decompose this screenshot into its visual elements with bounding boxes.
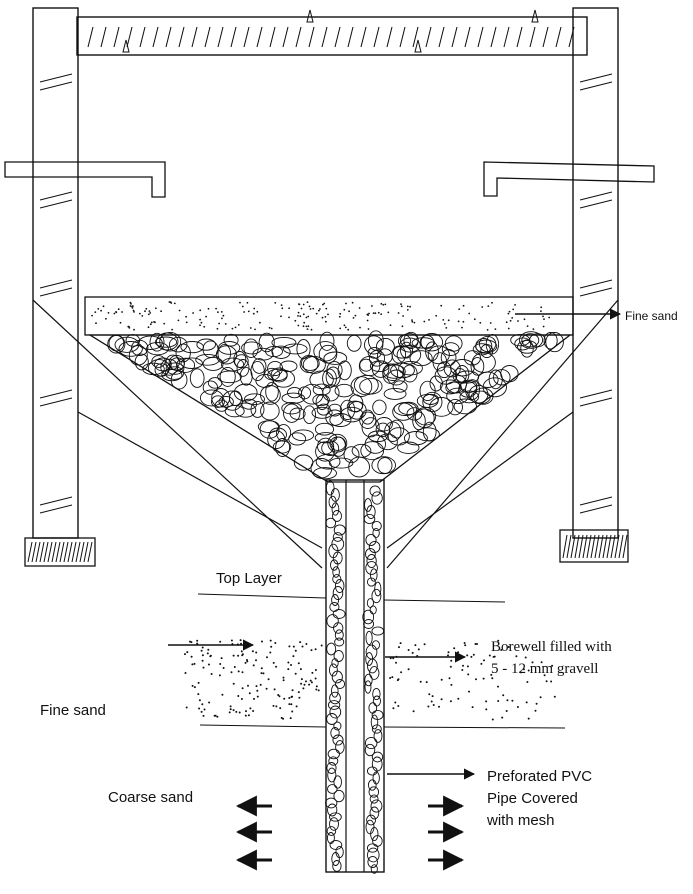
borewell-label-line2: 5 - 12 mm gravell xyxy=(491,661,599,677)
pvc-label-line3: with mesh xyxy=(487,812,555,829)
footing-hatch xyxy=(27,534,628,563)
right-column-hatch xyxy=(579,73,613,514)
coarse-sand-label: Coarse sand xyxy=(108,789,194,806)
outflow-arrows xyxy=(235,795,465,871)
right-column xyxy=(572,7,619,539)
gravel-funnel xyxy=(87,334,572,483)
fine-sand-top-label: Fine sand xyxy=(625,309,678,323)
right-footing xyxy=(559,529,629,563)
top-slab xyxy=(76,16,588,56)
slab-marks xyxy=(122,9,539,53)
pvc-label-line1: Preforated PVC xyxy=(487,768,593,785)
fine-sand-bottom-label: Fine sand xyxy=(40,702,106,719)
fine-sand-dots xyxy=(91,301,551,331)
gravel-pebbles xyxy=(107,330,564,480)
left-footing xyxy=(24,537,96,567)
left-column-hatch xyxy=(39,73,73,514)
soil-layer-lines xyxy=(197,593,566,729)
right-gutter xyxy=(483,161,655,197)
borewell-label-line1: Borewell filled with xyxy=(491,639,612,655)
top-layer-label: Top Layer xyxy=(216,570,282,587)
pvc-label-line2: Pipe Covered xyxy=(487,790,578,807)
borewell-gravel xyxy=(325,480,385,874)
left-column xyxy=(32,7,79,539)
arrows xyxy=(168,308,622,780)
fine-sand-layer xyxy=(84,296,574,336)
top-slab-hatch xyxy=(87,26,575,48)
left-gutter xyxy=(4,161,166,198)
fine-sand-soil-dots xyxy=(184,639,556,721)
borewell xyxy=(325,479,385,873)
support-struts xyxy=(32,299,619,569)
